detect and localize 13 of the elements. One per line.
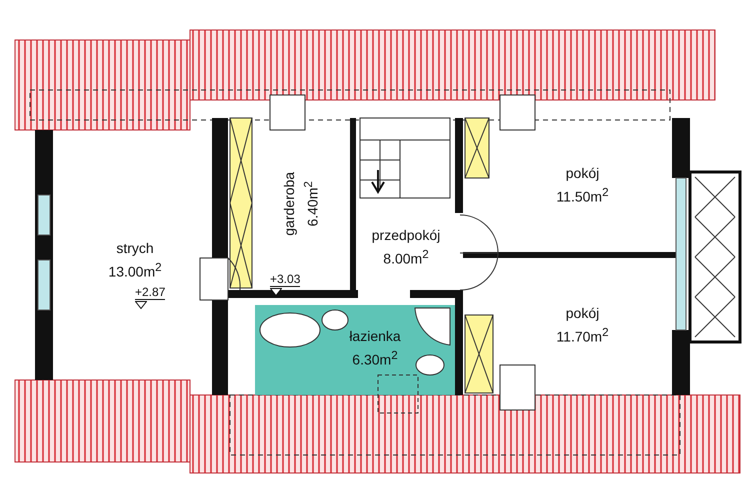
room-name: pokój <box>566 304 600 324</box>
level-mark: +3.03 <box>270 272 300 287</box>
room-area: 13.00m$^{2}$ <box>108 258 162 282</box>
room-area: 11.70m$^{2}$ <box>556 323 609 347</box>
room-area: 8.00m$^{2}$ <box>383 245 429 269</box>
room-name: łazienka <box>349 327 401 346</box>
room-name: garderoba <box>280 172 298 236</box>
room-name: pokój <box>566 164 600 184</box>
room-area: 6.30m$^{2}$ <box>352 346 398 370</box>
room-area: 11.50m$^{2}$ <box>556 183 609 207</box>
level-mark: +2.87 <box>135 285 166 300</box>
room-name: przedpokój <box>372 226 440 246</box>
room-name: strych <box>116 239 154 258</box>
